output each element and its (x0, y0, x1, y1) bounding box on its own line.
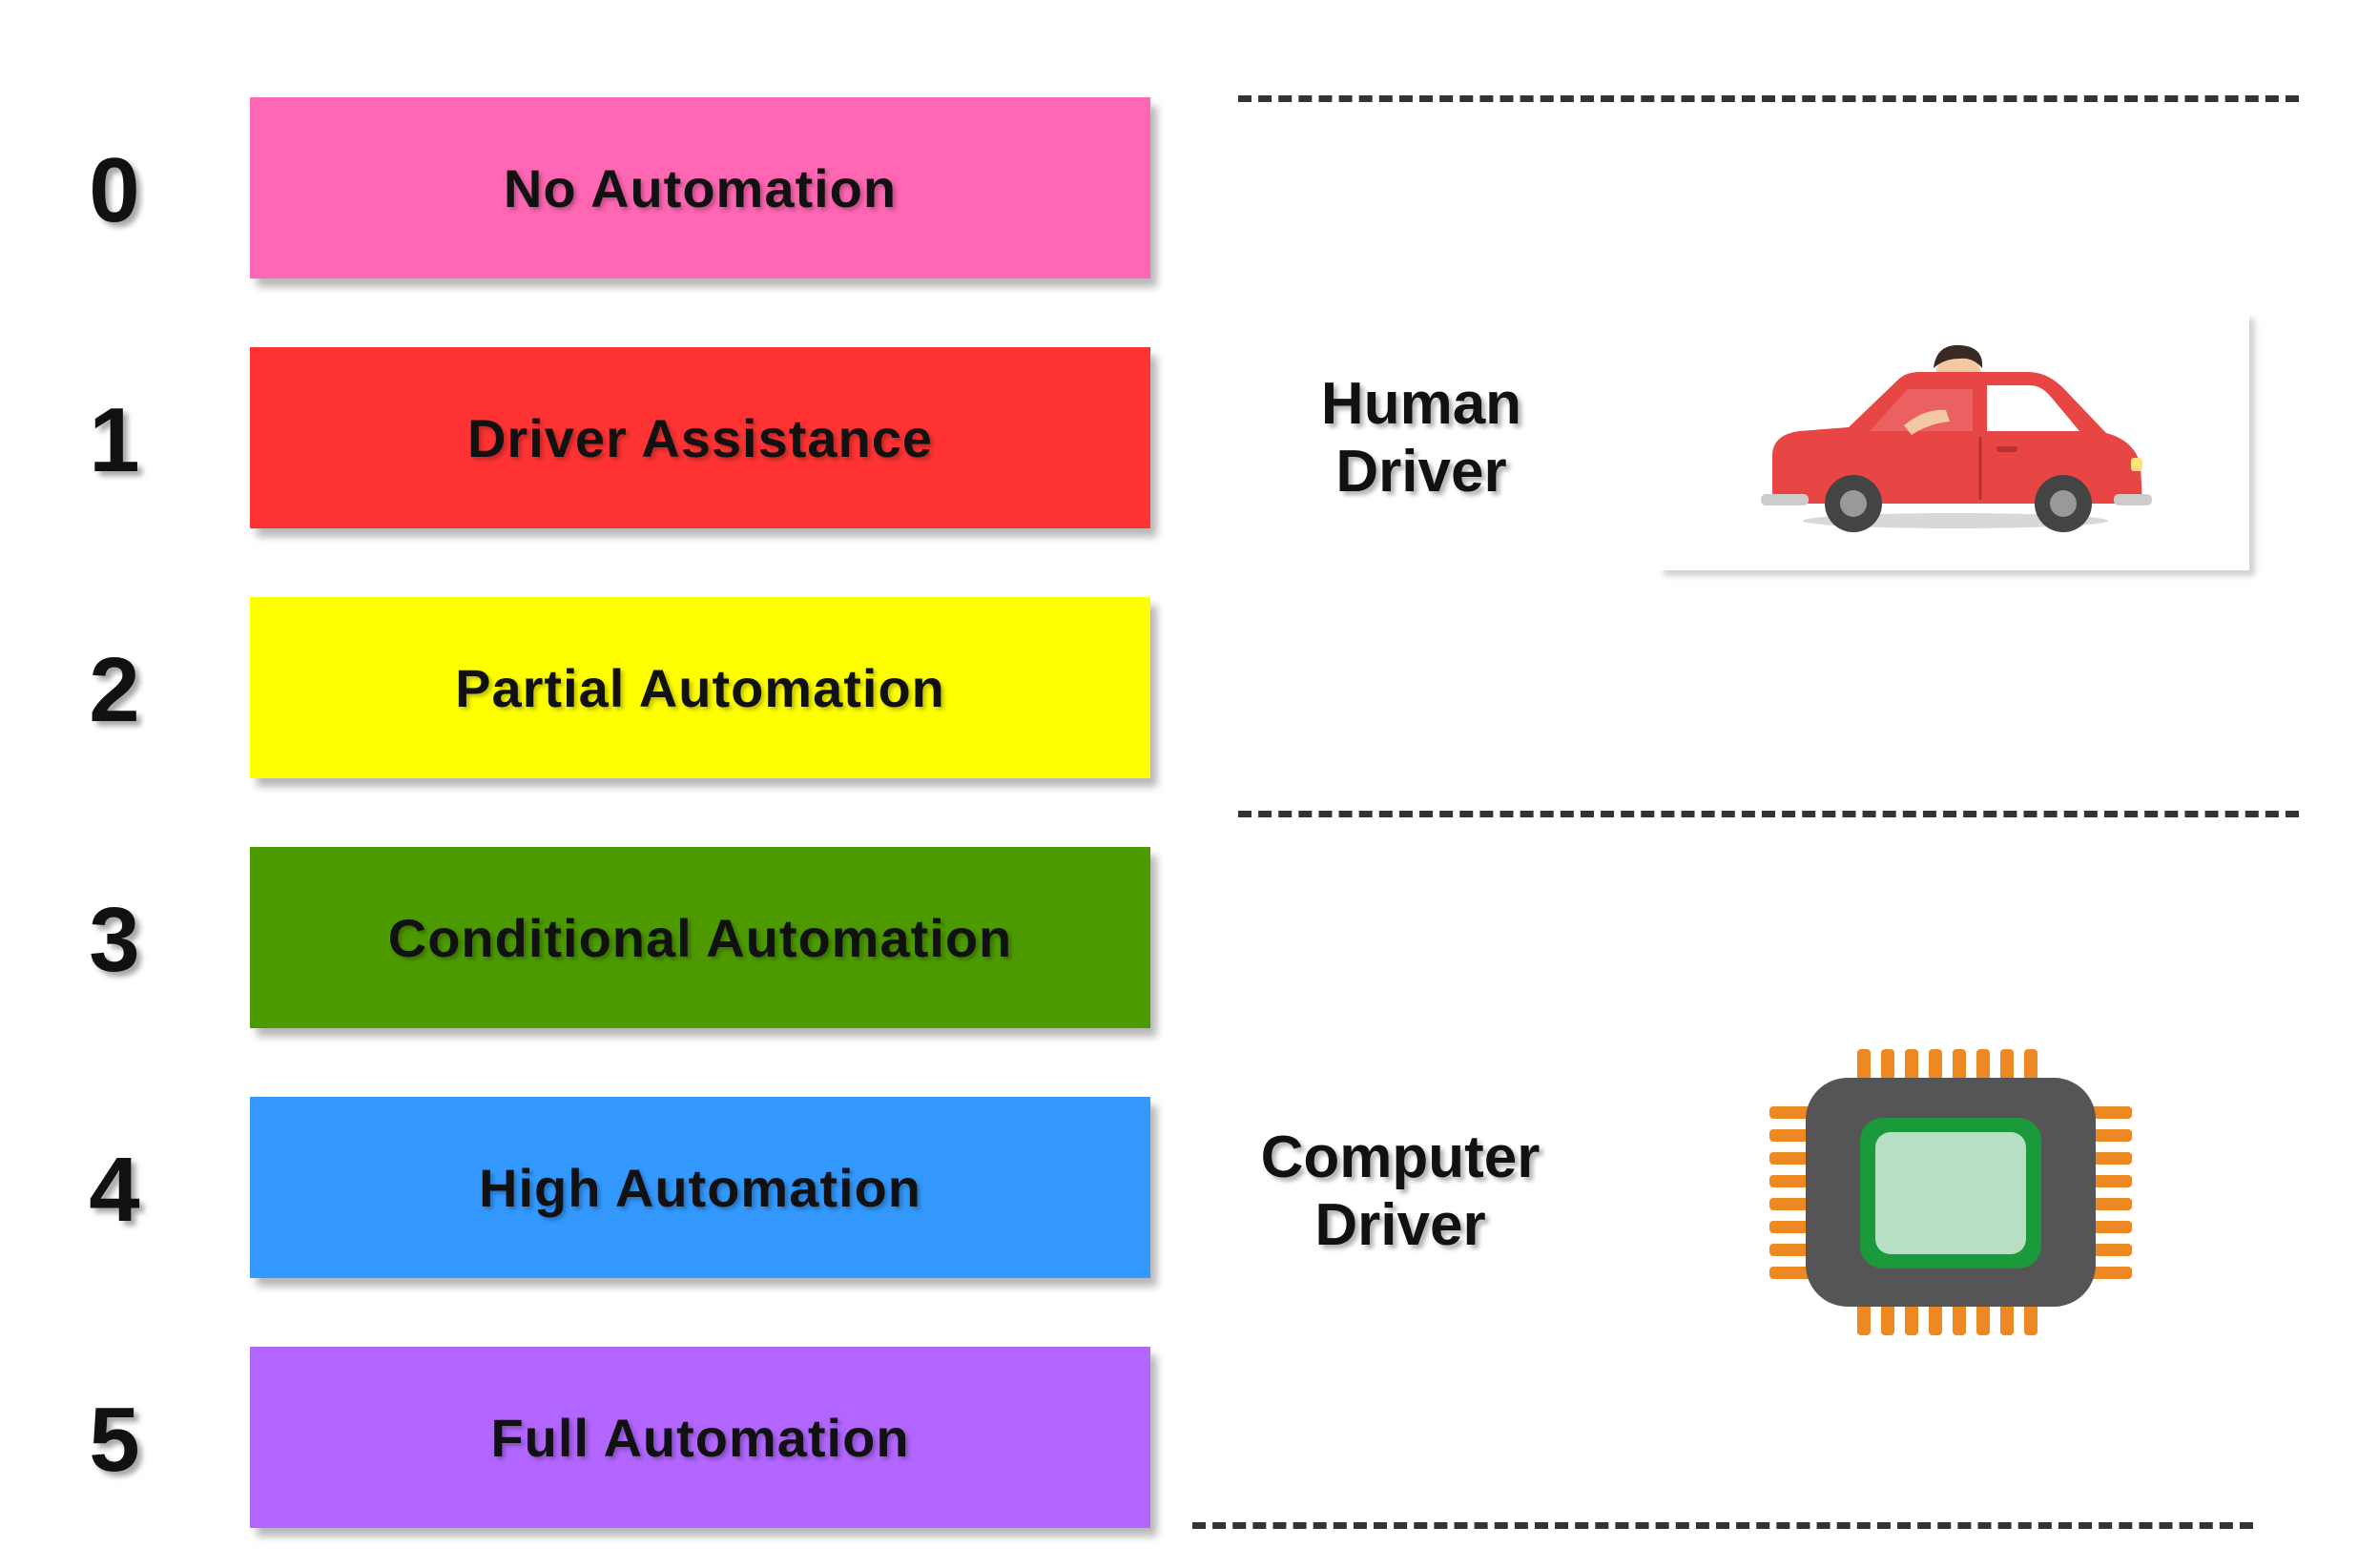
level-number-1: 1 (89, 389, 140, 491)
level-label: No Automation (503, 157, 898, 218)
level-box-1: Driver Assistance (250, 347, 1150, 528)
car-with-driver-icon (1761, 344, 2152, 532)
microchip-icon (1769, 1049, 2132, 1335)
level-label: Conditional Automation (387, 907, 1013, 968)
divider-top (1238, 95, 2299, 102)
computer-driver-label: Computer Driver (1260, 1124, 1541, 1259)
level-label: Full Automation (490, 1407, 910, 1468)
car-image-card (1658, 313, 2249, 570)
level-box-3: Conditional Automation (250, 847, 1150, 1028)
level-label: Driver Assistance (466, 407, 934, 468)
level-number-4: 4 (89, 1139, 140, 1241)
divider-middle (1238, 811, 2299, 817)
human-driver-label: Human Driver (1320, 371, 1522, 505)
level-number-0: 0 (89, 139, 140, 241)
divider-bottom (1192, 1522, 2253, 1529)
level-box-2: Partial Automation (250, 597, 1150, 778)
level-label: Partial Automation (455, 657, 945, 718)
level-box-4: High Automation (250, 1097, 1150, 1278)
level-number-5: 5 (89, 1389, 140, 1491)
level-number-3: 3 (89, 889, 140, 991)
level-number-2: 2 (89, 639, 140, 741)
level-box-5: Full Automation (250, 1347, 1150, 1528)
level-label: High Automation (479, 1157, 921, 1218)
level-box-0: No Automation (250, 97, 1150, 279)
